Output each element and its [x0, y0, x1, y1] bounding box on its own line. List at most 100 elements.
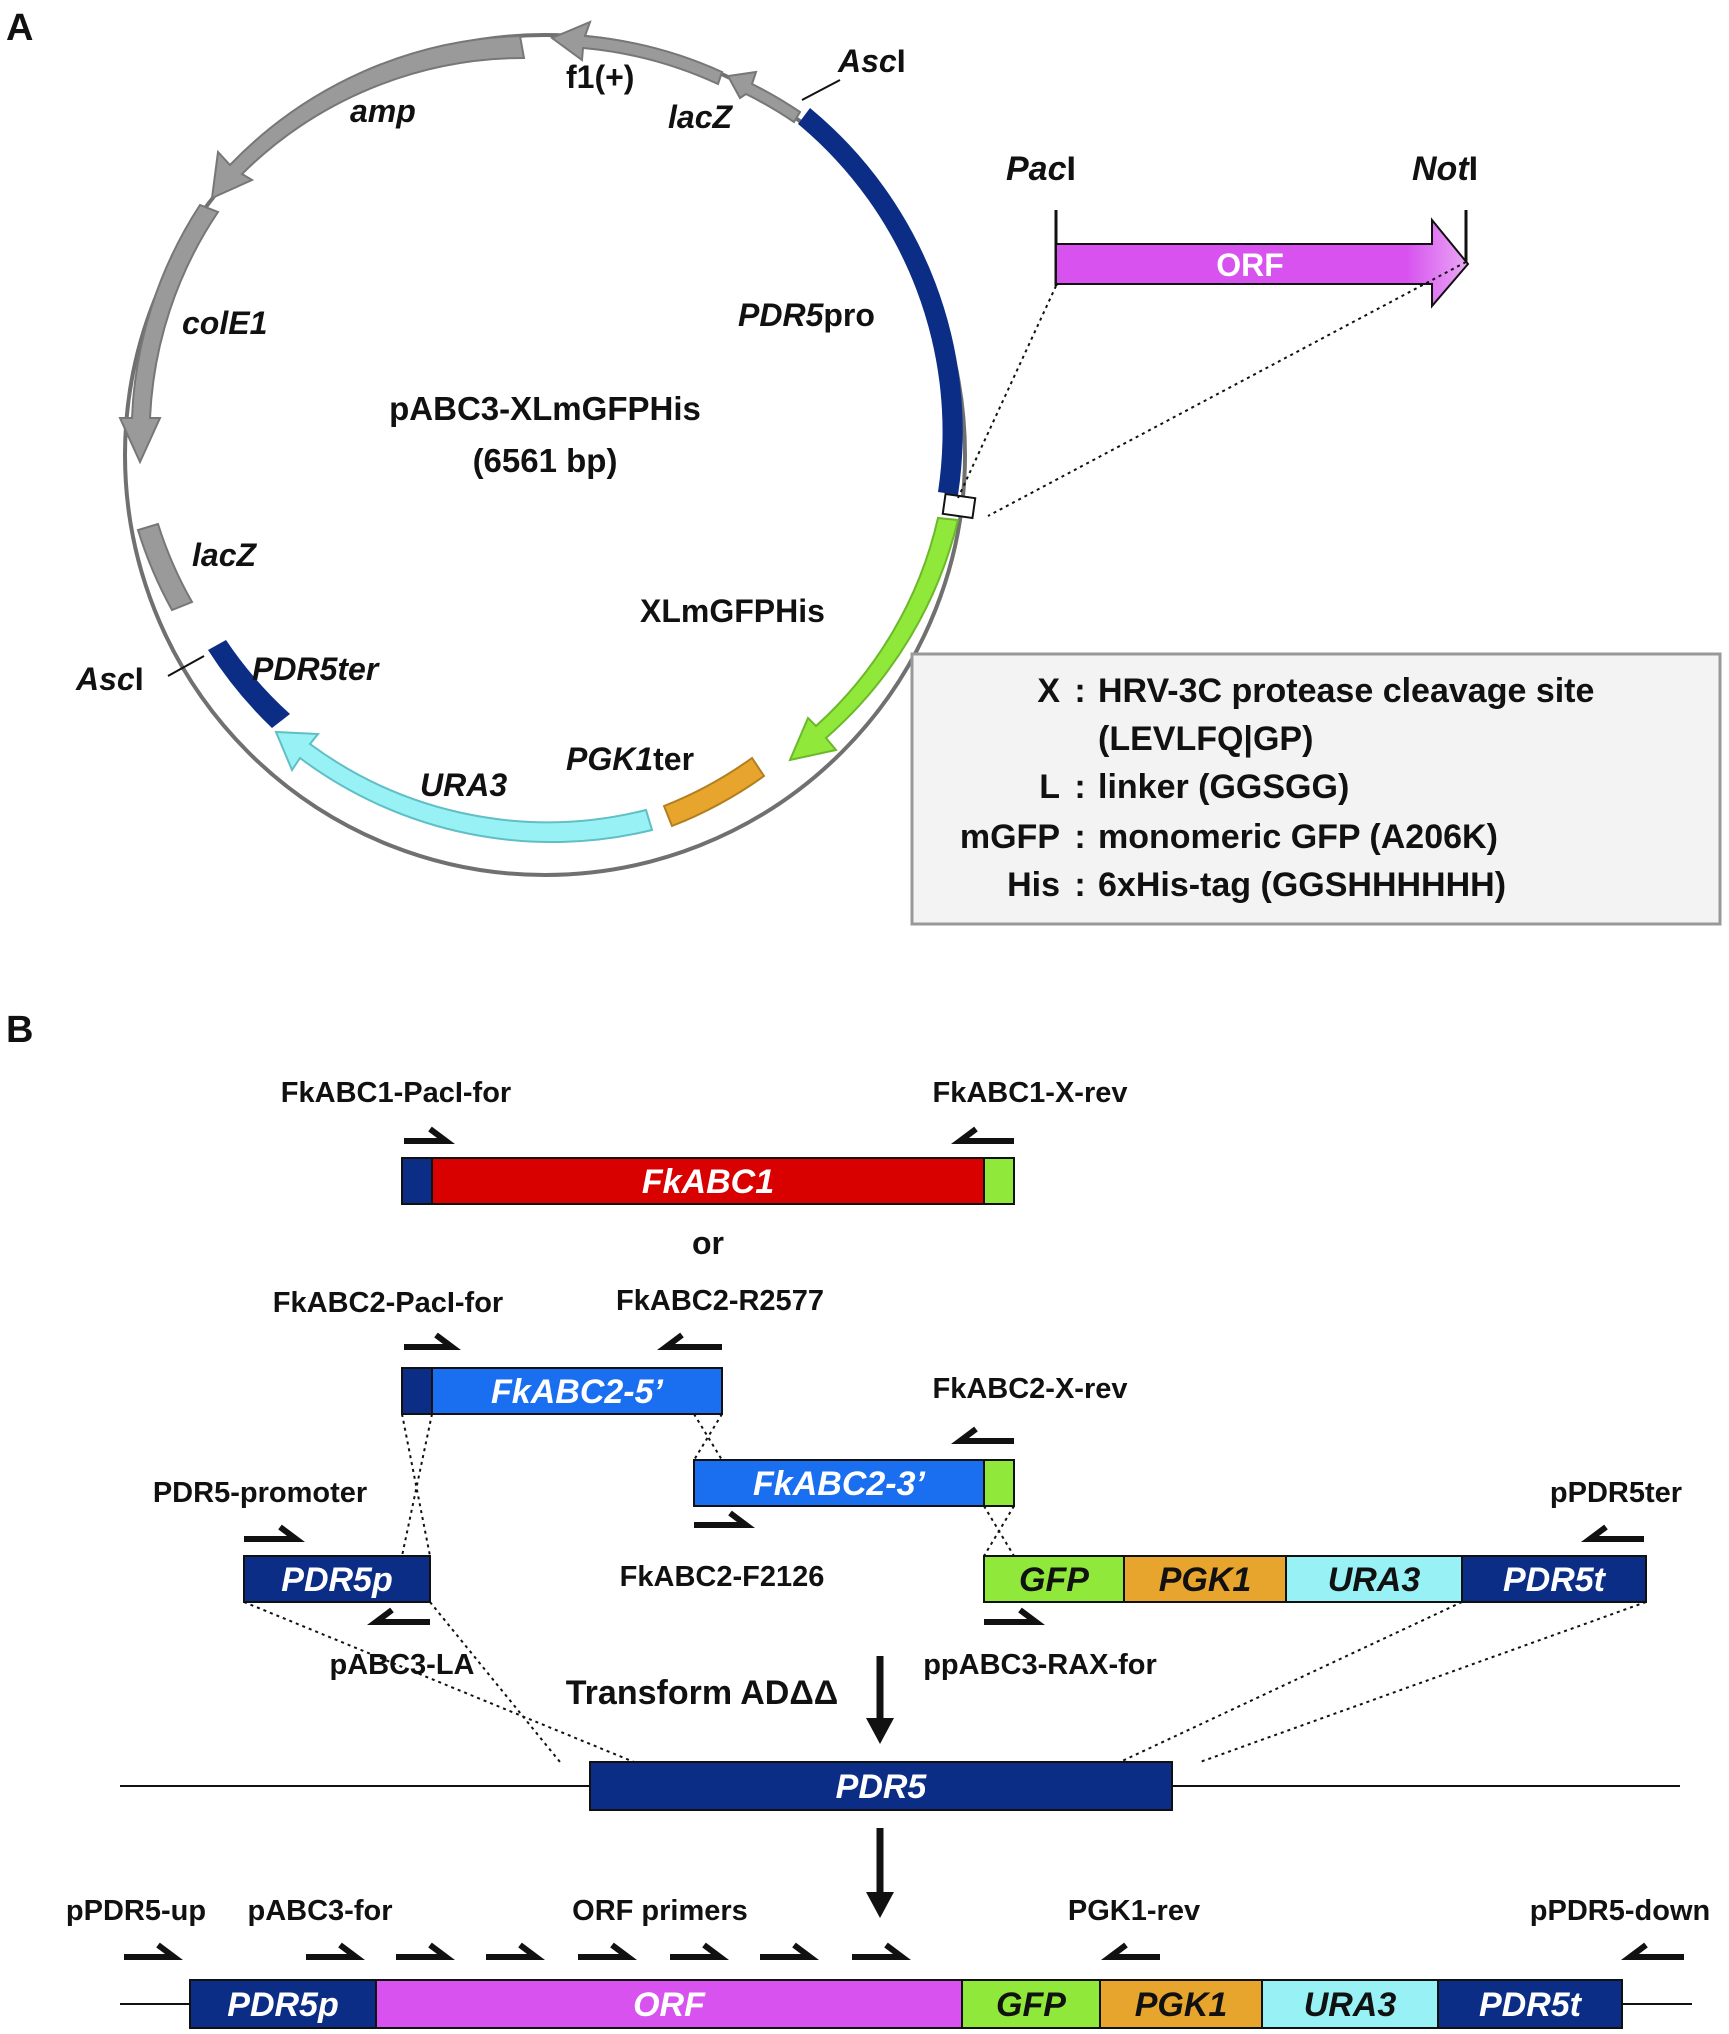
pdr5-locus: Transform ADΔΔ PDR5: [120, 1601, 1680, 1918]
legend-desc-0: HRV-3C protease cleavage site: [1098, 672, 1594, 710]
label-pdr5ter: PDR5ter: [252, 651, 380, 687]
cassette-pdr5t-label: PDR5t: [1503, 1561, 1607, 1599]
orf-dotted-right: [987, 261, 1467, 517]
pdr5p-label: PDR5p: [281, 1561, 392, 1599]
final-pdr5p-label: PDR5p: [227, 1986, 338, 2024]
label-pgk1ter: PGK1ter: [566, 741, 694, 777]
ascl-left-tick: [167, 655, 205, 677]
fkabc1-label: FkABC1: [642, 1163, 774, 1201]
ppdr5-up-arrow-icon: [124, 1942, 183, 1960]
label-xlmgfphis: XLmGFPHis: [640, 593, 825, 629]
legend-key-2: L: [1039, 768, 1060, 806]
orf-insert: PacI NotI ORF: [957, 150, 1478, 517]
label-ura3: URA3: [420, 767, 507, 803]
orf-insertion-site: [941, 492, 977, 520]
plasmid-map: pABC3-XLmGFPHis (6561 bp) f1(+) amp lacZ…: [75, 20, 977, 877]
pgk1-rev-arrow-icon: [1101, 1942, 1160, 1960]
label-lacz-left: lacZ: [192, 537, 257, 573]
ascl-top-tick: [801, 79, 841, 101]
legend-desc-4: 6xHis-tag (GGSHHHHHH): [1098, 866, 1506, 904]
legend-key-4: His: [1007, 866, 1060, 904]
primer-ppdr5-down: pPDR5-down: [1530, 1895, 1710, 1927]
label-pdr5pro-suffix: pro: [823, 297, 875, 333]
f1-arrow: [549, 20, 724, 86]
final-ura3-label: URA3: [1304, 1986, 1397, 2024]
marker-cassette: pPDR5ter GFP PGK1 URA3 PDR5t ppABC3-RAX-…: [923, 1477, 1682, 1681]
legend-background: [910, 652, 1722, 926]
cassette-gfp: [983, 1555, 1125, 1603]
label-pgk1ter-italic: PGK1: [566, 741, 653, 777]
fkabc2-pacl-for-arrow-icon: [404, 1332, 461, 1350]
plasmid-backbone: [123, 33, 967, 877]
primer-pgk1-rev: PGK1-rev: [1068, 1895, 1200, 1927]
orf-primer-arrow-icon-1: [396, 1942, 455, 1960]
cassette-pdr5t: [1461, 1555, 1647, 1603]
fkabc2-construct: FkABC2-PacI-for FkABC2-R2577 FkABC2-5’ F…: [273, 1285, 1128, 1593]
pgk1ter-segment: [662, 756, 766, 828]
xlmgfphis-arrow: [788, 516, 960, 762]
primer-fkabc2-x-rev: FkABC2-X-rev: [933, 1373, 1128, 1405]
final-pgk1-label: PGK1: [1135, 1986, 1228, 2024]
fkabc2-3-x-block: [983, 1459, 1015, 1507]
label-notl: NotI: [1412, 150, 1478, 188]
final-construct: pPDR5-up pABC3-for ORF primers PGK1-rev …: [66, 1895, 1710, 2029]
primer-orf-primers: ORF primers: [572, 1895, 748, 1927]
plasmid-name: pABC3-XLmGFPHis: [389, 390, 701, 427]
final-pdr5t-label: PDR5t: [1479, 1986, 1583, 2024]
primer-ppabc3-rax-for: ppABC3-RAX-for: [923, 1649, 1157, 1681]
amp-arrow: [210, 34, 526, 200]
pdr5p-fragment: PDR5-promoter PDR5p pABC3-LA: [153, 1413, 475, 1681]
ppabc3-rax-for-arrow-icon: [984, 1607, 1045, 1625]
fkabc2-3-label: FkABC2-3’: [753, 1465, 925, 1503]
fkabc2-5-label: FkABC2-5’: [491, 1373, 663, 1411]
primer-fkabc2-pacl-for: FkABC2-PacI-for: [273, 1287, 503, 1319]
cassette-gfp-label: GFP: [1019, 1561, 1089, 1599]
recomb-left-b: [429, 1601, 561, 1763]
label-ascl-top-suffix: I: [897, 43, 906, 79]
legend-key-3: mGFP: [960, 818, 1060, 856]
final-gfp-label: GFP: [996, 1986, 1066, 2024]
primer-ppdr5-up: pPDR5-up: [66, 1895, 206, 1927]
fkabc1-pacl-for-arrow-icon: [404, 1126, 455, 1144]
or-text: or: [692, 1225, 724, 1261]
legend-sep-2: :: [1074, 768, 1085, 806]
panel-a-label: A: [6, 7, 33, 49]
label-ascl-left-suffix: I: [135, 661, 144, 697]
pdr5pro-segment: [798, 108, 963, 495]
orf-primer-arrow-icon-4: [670, 1942, 729, 1960]
label-f1: f1(+): [566, 59, 634, 95]
primer-pabc3-la: pABC3-LA: [330, 1649, 475, 1681]
final-gfp: [961, 1979, 1101, 2029]
pdr5-label: PDR5: [836, 1768, 928, 1806]
result-arrow-head-icon: [866, 1892, 894, 1918]
transform-arrow-head-icon: [866, 1718, 894, 1744]
primer-pdr5-promoter: PDR5-promoter: [153, 1477, 367, 1509]
legend-desc-2: linker (GGSGG): [1098, 768, 1349, 806]
cross-53-b: [693, 1413, 723, 1461]
legend-box: X : HRV-3C protease cleavage site (LEVLF…: [910, 652, 1722, 926]
fkabc2-r2577-arrow-icon: [657, 1332, 722, 1350]
cross-p5-b: [401, 1413, 433, 1557]
primer-fkabc1-pacl-for: FkABC1-PacI-for: [281, 1077, 511, 1109]
orf-primer-arrow-icon-3: [578, 1942, 637, 1960]
orf-primer-arrow-icon-2: [486, 1942, 545, 1960]
label-ascl-top: AscI: [837, 43, 906, 79]
label-cole1: colE1: [182, 305, 267, 341]
legend-sep-4: :: [1074, 866, 1085, 904]
fkabc1-gene: [431, 1157, 985, 1205]
ppdr5-down-arrow-icon: [1621, 1942, 1684, 1960]
fkabc1-construct: FkABC1-PacI-for FkABC1-X-rev FkABC1: [281, 1077, 1128, 1205]
cassette-ura3: [1285, 1555, 1463, 1603]
recomb-right-b: [1199, 1601, 1647, 1763]
orf-arrow: [1055, 217, 1470, 309]
final-orf-label: ORF: [633, 1986, 706, 2024]
fkabc2-f2126-arrow-icon: [694, 1510, 755, 1528]
fkabc1-x-rev-arrow-icon: [951, 1126, 1014, 1144]
lacz-left-arrow: [136, 522, 194, 612]
label-pdr5pro-italic: PDR5: [738, 297, 825, 333]
final-pdr5t: [1437, 1979, 1623, 2029]
cross-3g-b: [983, 1505, 1015, 1557]
transform-text: Transform ADΔΔ: [566, 1674, 838, 1712]
final-orf: [375, 1979, 963, 2029]
